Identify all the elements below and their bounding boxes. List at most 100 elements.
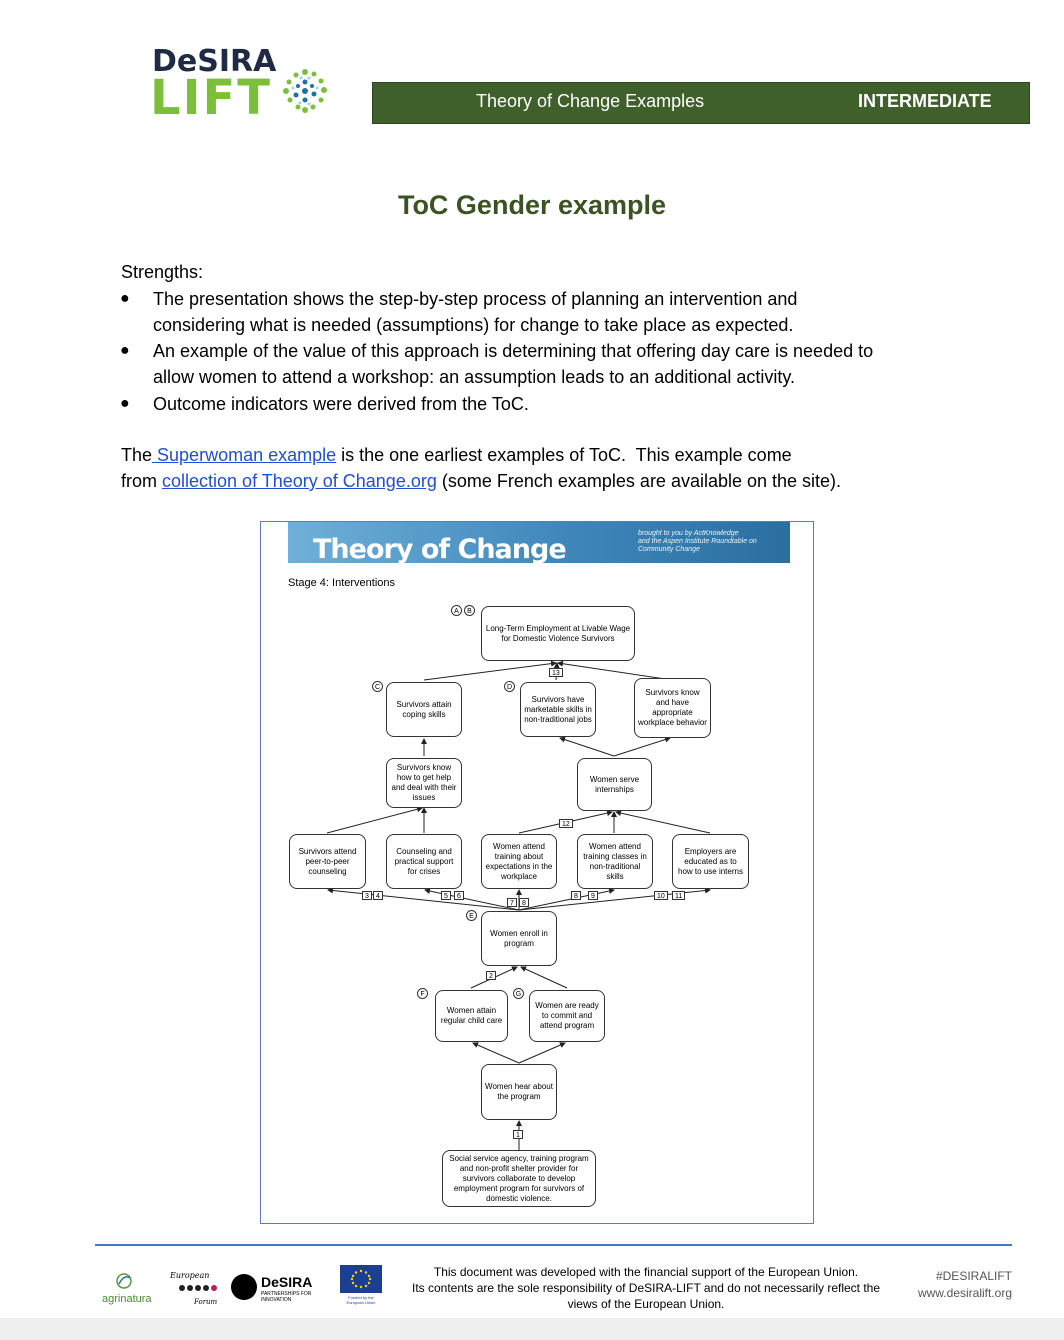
eu-funding-logo: Funded by the European Union	[340, 1265, 384, 1309]
assumption-number: 5	[441, 891, 451, 900]
header-bar	[372, 82, 1030, 124]
header-title: Theory of Change Examples	[476, 91, 705, 111]
node-employers-educated: Employers are educated as to how to use …	[672, 834, 749, 889]
connector	[327, 887, 520, 911]
node-hear-about-program: Women hear about the program	[481, 1064, 557, 1120]
assumption-number: 12	[559, 819, 573, 828]
forum-dots-icon	[179, 1285, 217, 1291]
strengths-heading: Strengths:	[121, 262, 204, 282]
connector	[518, 888, 615, 911]
stage-label: Stage 4: Interventions	[288, 577, 396, 589]
node-expectations-training: Women attend training about expectations…	[481, 834, 557, 889]
desira-circle-icon	[231, 1274, 257, 1300]
node-workplace-behavior: Survivors know and have appropriate work…	[634, 678, 711, 738]
logo-desira-text: DeSIRA	[152, 44, 277, 79]
desira-partner-logo: DeSIRA PARTNERSHIPS FOR INNOVATION	[231, 1274, 319, 1303]
footer-website[interactable]: www.desiralift.org	[917, 1286, 1012, 1300]
desira-partner-name: DeSIRA	[261, 1274, 313, 1290]
connector	[326, 806, 423, 834]
toc-collection-link[interactable]: collection of Theory of Change.org	[162, 471, 437, 491]
node-long-term-employment: Long-Term Employment at Livable Wage for…	[481, 606, 635, 661]
footer-disclaimer: This document was developed with the fin…	[412, 1264, 880, 1312]
logo-lift-text: LIFT	[150, 70, 272, 126]
connector	[472, 1042, 520, 1064]
assumption-number: 13	[549, 668, 563, 677]
node-coping-skills: Survivors attain coping skills	[386, 682, 462, 737]
node-child-care: Women attain regular child care	[435, 990, 508, 1042]
toc-banner-credit: brought to you by ActKnowledge and the A…	[638, 530, 788, 554]
assumption-number: 10	[654, 891, 668, 900]
assumption-number: 1	[513, 1130, 523, 1139]
bottom-strip	[0, 1318, 1064, 1340]
connector	[559, 736, 615, 757]
forum-text: European	[170, 1271, 210, 1280]
footer-hashtag: #DESIRALIFT	[935, 1269, 1012, 1283]
disclaimer-line: views of the European Union.	[567, 1297, 725, 1311]
agrinatura-logo: agrinatura	[102, 1272, 152, 1305]
desira-partner-sub: PARTNERSHIPS FOR INNOVATION	[261, 1291, 312, 1303]
agrinatura-leaf-icon	[116, 1273, 132, 1289]
footer-divider	[95, 1244, 1012, 1246]
logo-dots-icon	[283, 69, 327, 113]
paragraph-text: from	[121, 471, 163, 491]
assumption-number: 8	[571, 891, 581, 900]
node-peer-counseling: Survivors attend peer-to-peer counseling	[289, 834, 366, 889]
connector	[615, 810, 711, 834]
bullet-dot: ●	[120, 342, 130, 359]
paragraph-line-1: The Superwoman example is the one earlie…	[121, 442, 792, 468]
node-ready-to-commit: Women are ready to commit and attend pro…	[529, 990, 605, 1042]
disclaimer-line: Its contents are the sole responsibility…	[412, 1281, 881, 1295]
strength-2-line-1: An example of the value of this approach…	[153, 341, 874, 361]
disclaimer-line: This document was developed with the fin…	[433, 1265, 859, 1279]
assumption-number: 3	[362, 891, 372, 900]
bullet-dot: ●	[120, 395, 130, 412]
connector	[613, 736, 671, 757]
node-counseling-support: Counseling and practical support for cri…	[386, 834, 462, 889]
eu-funding-text: Funded by the European Union	[346, 1295, 376, 1305]
strength-3-line-1: Outcome indicators were derived from the…	[153, 394, 529, 414]
paragraph-line-2: from collection of Theory of Change.org …	[121, 468, 841, 494]
node-nontraditional-training: Women attend training classes in non-tra…	[577, 834, 653, 889]
marker-circle-g: G	[513, 988, 524, 999]
assumption-number: 9	[588, 891, 598, 900]
level-badge: INTERMEDIATE	[858, 91, 992, 111]
superwoman-link[interactable]: Superwoman example	[152, 445, 337, 465]
marker-circle-c: C	[372, 681, 383, 692]
connector	[557, 660, 673, 681]
strength-2-line-2: allow women to attend a workshop: an ass…	[153, 367, 796, 387]
assumption-number: 2	[486, 971, 496, 980]
eu-flag-icon	[340, 1265, 382, 1293]
forum-text: Forum	[194, 1298, 218, 1306]
page-title: ToC Gender example	[397, 190, 667, 220]
paragraph-text: (some French examples are available on t…	[436, 471, 842, 491]
node-marketable-skills: Survivors have marketable skills in non-…	[520, 682, 596, 737]
assumption-number: 4	[373, 891, 383, 900]
assumption-number: 6	[454, 891, 464, 900]
assumption-number: 8	[519, 898, 529, 907]
credit-line: brought to you by ActKnowledge	[638, 530, 739, 537]
agrinatura-text: agrinatura	[102, 1293, 152, 1305]
connector	[423, 660, 557, 681]
connector	[520, 966, 568, 989]
european-forum-logo: European Forum	[170, 1271, 226, 1306]
strength-1-line-2: considering what is needed (assumptions)…	[153, 315, 794, 335]
bullet-dot: ●	[120, 290, 130, 307]
connector	[518, 1042, 566, 1064]
marker-circle-f: F	[417, 988, 428, 999]
node-agency-collaboration: Social service agency, training program …	[442, 1150, 596, 1207]
node-internships: Women serve internships	[577, 758, 652, 811]
assumption-number: 7	[507, 898, 517, 907]
footer-contact: #DESIRALIFT www.desiralift.org	[880, 1268, 1012, 1302]
toc-banner	[288, 522, 790, 563]
node-get-help: Survivors know how to get help and deal …	[386, 758, 462, 808]
marker-circle-e: E	[466, 910, 477, 921]
marker-circle-b: B	[464, 605, 475, 616]
node-enroll: Women enroll in program	[481, 911, 557, 966]
eu-stars-icon	[350, 1269, 372, 1289]
assumption-number: 11	[672, 891, 686, 900]
paragraph-text: The	[121, 445, 153, 465]
marker-circle-a: A	[451, 605, 462, 616]
paragraph-text: is the one earliest examples of ToC. Thi…	[336, 445, 792, 465]
credit-line: Community Change	[638, 546, 700, 553]
